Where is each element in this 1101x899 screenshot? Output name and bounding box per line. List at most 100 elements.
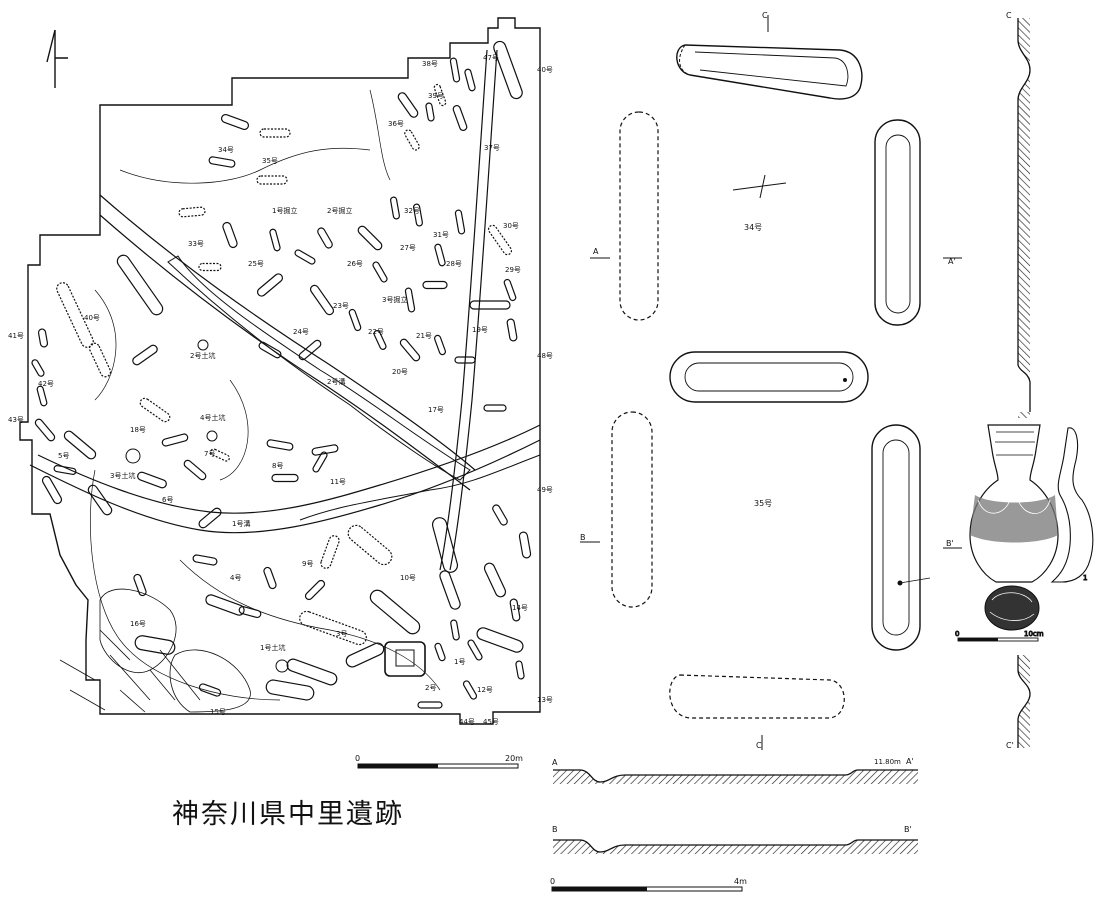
feature-label-p2: 2号土坑 xyxy=(190,351,215,360)
pit-outline xyxy=(320,535,340,569)
pit-outline xyxy=(222,221,238,249)
pit-outline xyxy=(34,418,56,442)
section-aa-right: A' xyxy=(906,757,914,766)
feature-label-f30: 30号 xyxy=(503,222,519,230)
pit-outline xyxy=(87,484,113,516)
feature-label-f45: 45号 xyxy=(483,718,499,726)
pit-outline xyxy=(208,156,236,168)
pit-outline xyxy=(198,683,222,697)
pit-outline xyxy=(36,385,48,407)
pit-outline xyxy=(357,225,383,251)
section-aa: A 11.80m A' xyxy=(552,757,918,784)
pit-outline xyxy=(205,594,245,616)
pit-features xyxy=(31,40,532,709)
artifact-scale-max: 10cm xyxy=(1024,630,1044,638)
feature-label-f4: 4号 xyxy=(230,574,241,582)
feature-label-f48: 48号 xyxy=(537,352,553,360)
feature-label-f8: 8号 xyxy=(272,462,283,470)
pit-outline xyxy=(256,175,288,185)
detail-plan xyxy=(580,15,962,750)
section-a-prime-label: A' xyxy=(948,257,956,266)
feature-label-f38: 38号 xyxy=(422,60,438,68)
section-cc: C C' xyxy=(1006,11,1031,750)
feature-label-p1: 1号土坑 xyxy=(260,643,285,652)
site-scale-zero: 0 xyxy=(355,754,360,763)
site-map xyxy=(19,17,541,725)
feature-label-f21: 21号 xyxy=(416,332,432,340)
feature-label-f18: 18号 xyxy=(130,426,146,434)
pit-outline xyxy=(492,504,508,526)
pit-outline xyxy=(41,475,63,505)
pit-outline xyxy=(464,68,476,92)
pit-outline xyxy=(506,318,518,342)
pit-outline xyxy=(265,679,315,701)
feature-label-f3: 3号 xyxy=(336,630,347,638)
pit-outline xyxy=(317,227,333,249)
pit-outline xyxy=(192,554,218,566)
section-aa-left: A xyxy=(552,758,558,767)
feature-label-f44: 44号 xyxy=(459,718,475,726)
feature-label-f12: 12号 xyxy=(477,686,493,694)
detail-scale-bar: 0 4m xyxy=(550,877,747,892)
feature-label-f9: 9号 xyxy=(302,560,313,568)
feature-label-f28: 28号 xyxy=(446,260,462,268)
pit-outline xyxy=(132,344,158,366)
feature-label-f26: 26号 xyxy=(347,260,363,268)
pit-outline xyxy=(269,228,281,252)
pit-outline xyxy=(137,471,167,489)
section-c-top-label: C xyxy=(762,11,768,20)
pit-outline xyxy=(161,433,189,447)
pit-outline xyxy=(462,680,478,700)
pit-outline xyxy=(454,356,476,364)
pit-outline xyxy=(467,639,483,661)
feature-label-f7: 7号 xyxy=(204,450,215,458)
pit-outline xyxy=(404,287,416,313)
pit-outline xyxy=(493,40,523,100)
pit-outline xyxy=(256,273,284,297)
pit-outline xyxy=(433,83,447,107)
site-scale-max: 20m xyxy=(505,754,523,763)
feature-label-f49: 49号 xyxy=(537,486,553,494)
detail-scale-max: 4m xyxy=(734,877,747,886)
pit-outline xyxy=(221,113,249,131)
section-b-prime-label: B' xyxy=(946,539,954,548)
feature-label-f19: 19号 xyxy=(472,326,488,334)
pit-outline xyxy=(298,339,322,361)
pit-outline xyxy=(312,451,328,473)
pit-outline xyxy=(469,300,511,310)
pit-outline xyxy=(515,660,525,680)
pit-outline xyxy=(425,102,435,122)
site-scale-bar: 0 20m xyxy=(355,754,523,769)
pit-outline xyxy=(413,203,423,227)
pit-outline xyxy=(309,284,335,316)
pit-outline xyxy=(434,243,446,267)
feature-label-f16: 16号 xyxy=(130,620,146,628)
detail-label-34: 34号 xyxy=(744,223,762,232)
pit-outline xyxy=(454,209,466,235)
pit-outline xyxy=(139,397,171,423)
feature-label-d2: 2号溝 xyxy=(327,377,345,386)
pit-outline xyxy=(487,224,513,256)
section-bb-left: B xyxy=(552,825,558,834)
artifact-vase: 1 0 10cm xyxy=(955,424,1094,642)
pit-outline xyxy=(31,359,45,377)
pit-outline xyxy=(369,589,421,635)
excavation-boundary xyxy=(19,17,541,725)
feature-label-f15: 15号 xyxy=(210,708,226,716)
pit-outline xyxy=(53,465,77,475)
artifact-scale-zero: 0 xyxy=(955,630,959,638)
feature-label-f1: 1号 xyxy=(454,658,465,666)
feature-label-f20: 20号 xyxy=(392,368,408,376)
pit-outline xyxy=(263,566,277,590)
feature-label-f41: 41号 xyxy=(8,332,24,340)
section-cc-bottom: C' xyxy=(1006,741,1014,750)
pit-outline xyxy=(476,627,524,653)
section-b-label: B xyxy=(580,533,586,542)
feature-label-f23: 23号 xyxy=(333,302,349,310)
pit-outline xyxy=(518,531,532,559)
section-bb: B B' xyxy=(552,825,918,854)
feature-label-f22: 22号 xyxy=(368,328,384,336)
feature-label-b2: 2号掘立 xyxy=(327,206,352,215)
feature-label-d1: 1号溝 xyxy=(232,519,250,528)
